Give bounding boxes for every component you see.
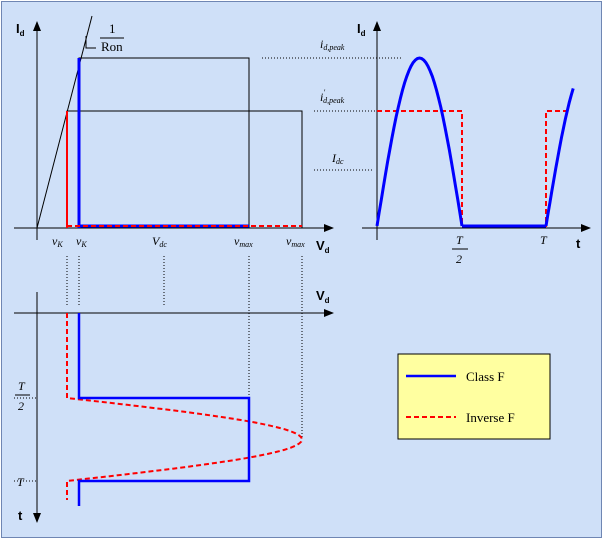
- tick-label-vdc: Vdc: [152, 234, 167, 249]
- iv-y-axis-label: Id: [16, 21, 25, 38]
- peak-current-label: id,peak: [320, 37, 345, 52]
- half-period-tick-denominator: 2: [456, 252, 462, 266]
- vt-x-axis-label: Vd: [316, 288, 330, 305]
- class-f-load-box: [78, 57, 250, 229]
- tick-label-vk-class: vK: [76, 234, 87, 249]
- ron-slope-line: [36, 15, 93, 229]
- vt-half-period-denominator: 2: [18, 399, 24, 413]
- tick-label-vmax-class: vmax: [234, 234, 253, 249]
- it-y-axis-label: Id: [357, 21, 366, 38]
- peak-prime-current-label: i'd,peak: [320, 88, 345, 105]
- half-period-tick-numerator: T: [456, 233, 464, 247]
- inverse-f-voltage-trace: [66, 313, 304, 500]
- iv-characteristic-plot: Id Vd 1 Ron vK vK Vdc vmax vmax: [14, 15, 334, 255]
- legend-label-class-f: Class F: [466, 369, 505, 384]
- voltage-time-plot: Vd t T 2 T: [14, 288, 334, 523]
- inverse-f-iv-trace: [66, 111, 302, 228]
- it-x-axis-label: t: [576, 236, 581, 251]
- iv-x-axis-label: Vd: [316, 238, 330, 255]
- class-f-current-trace-second: [544, 87, 575, 227]
- vt-half-period-numerator: T: [18, 379, 26, 393]
- legend-box: [397, 353, 551, 440]
- reference-leader-lines: [14, 57, 402, 482]
- slope-bracket: [85, 36, 96, 49]
- slope-numerator: 1: [109, 21, 116, 36]
- dc-current-label: Idc: [331, 151, 344, 166]
- vt-period-tick-label: T: [17, 475, 25, 489]
- inverse-f-current-trace: [377, 110, 566, 227]
- legend-label-inverse-f: Inverse F: [466, 410, 515, 425]
- vt-y-axis-label: t: [18, 508, 23, 523]
- inverse-f-load-box: [66, 110, 303, 229]
- class-f-voltage-trace: [77, 313, 251, 506]
- class-f-iv-trace: [77, 58, 249, 228]
- legend: Class F Inverse F: [397, 353, 551, 440]
- slope-denominator: Ron: [101, 39, 123, 54]
- tick-label-vmax-inverse: vmax: [286, 234, 305, 249]
- current-time-plot: Id t id,peak i'd,peak Idc T 2 T: [320, 21, 591, 266]
- tick-label-vk-inverse: vK: [52, 234, 63, 249]
- class-f-current-trace: [375, 56, 464, 227]
- period-tick-label: T: [540, 233, 548, 247]
